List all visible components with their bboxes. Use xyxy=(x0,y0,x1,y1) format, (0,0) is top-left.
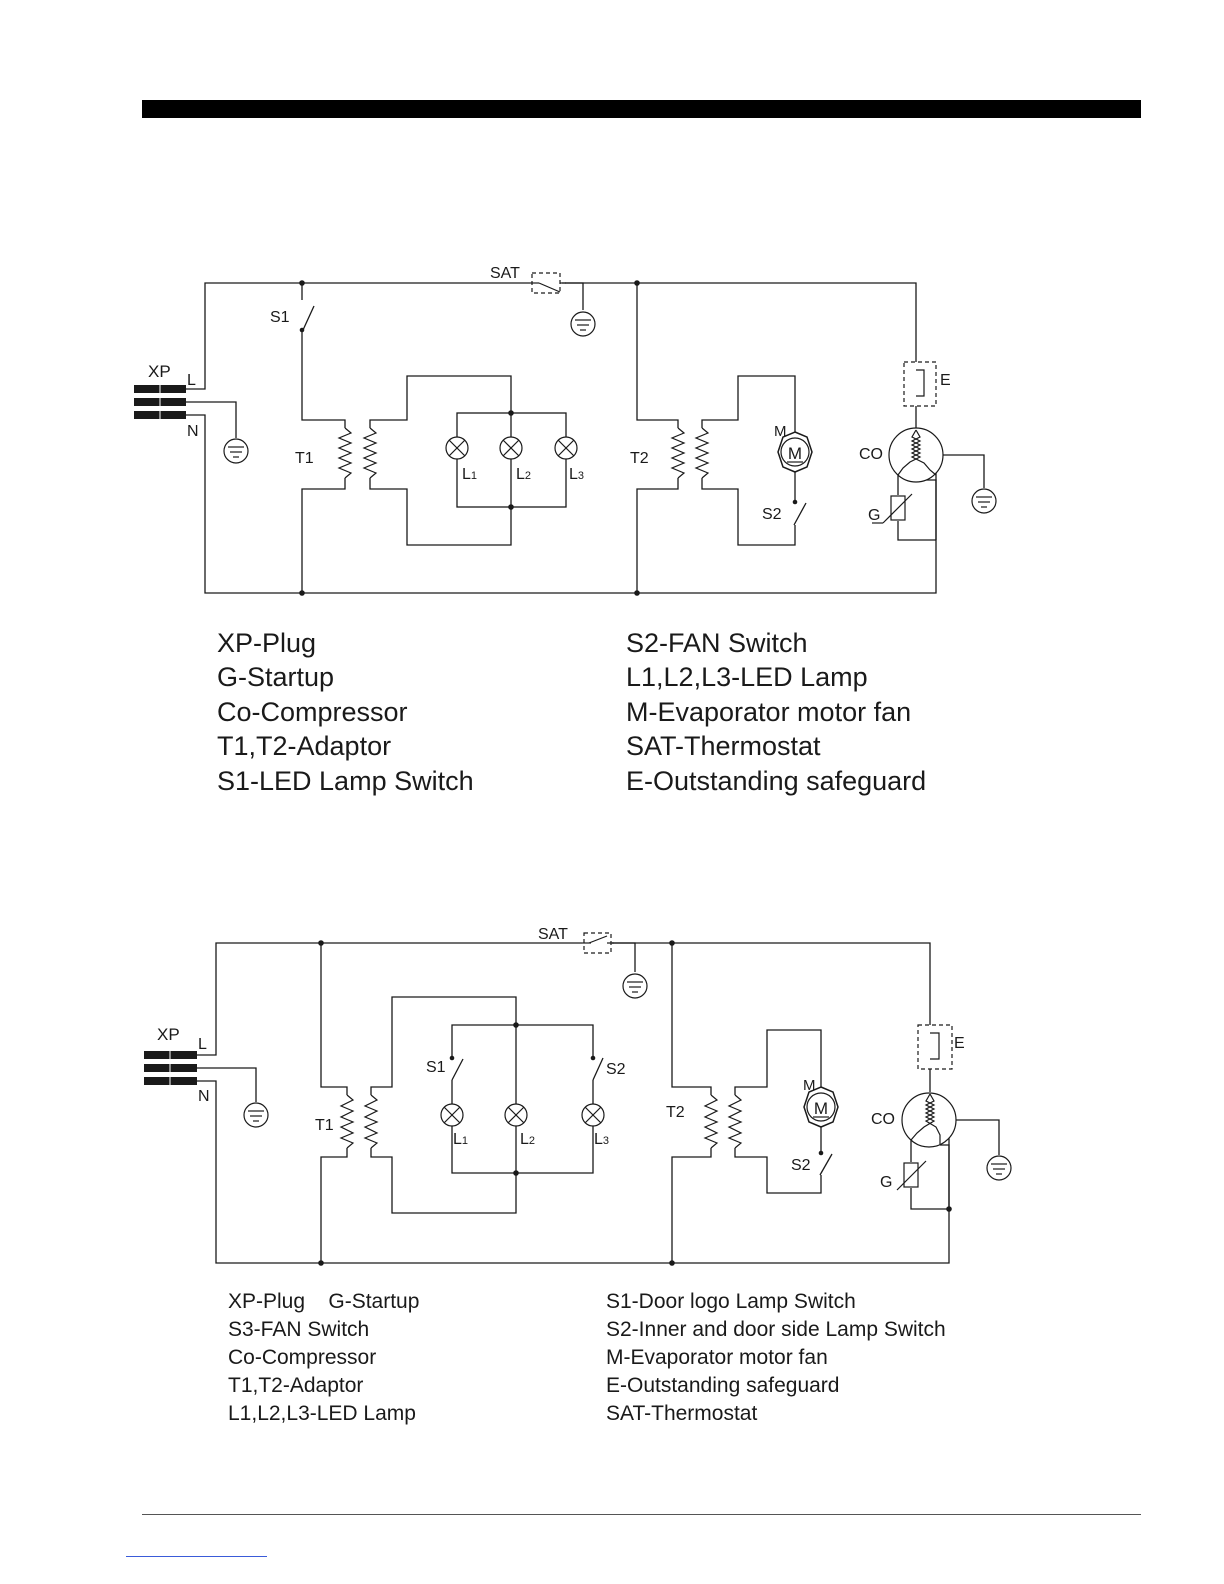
ground-icon xyxy=(243,1102,269,1128)
label-n: N xyxy=(198,1088,210,1105)
footer-link-underline[interactable] xyxy=(126,1556,267,1557)
label-s2-lamp: S2 xyxy=(606,1061,626,1078)
label-l1: L1 xyxy=(462,466,477,483)
label-sat: SAT xyxy=(490,265,520,282)
plug-icon xyxy=(144,1049,197,1087)
legend-item: L1,L2,L3-LED Lamp xyxy=(626,662,868,693)
label-t1: T1 xyxy=(315,1117,334,1134)
wiring-diagram-2: XP L N SAT S1 S2 T1 T2 L1 L2 L3 M M S2 C… xyxy=(144,926,1012,1266)
label-t2: T2 xyxy=(630,450,649,467)
legend-item: E-Outstanding safeguard xyxy=(626,765,927,796)
label-t1: T1 xyxy=(295,450,314,467)
legend-item: Co-Compressor xyxy=(228,1346,377,1369)
legend-item: S3-FAN Switch xyxy=(228,1318,370,1341)
lamp-icon xyxy=(440,1103,464,1127)
legend-item: M-Evaporator motor fan xyxy=(626,696,912,727)
label-sat: SAT xyxy=(538,926,568,943)
legend-item: S2-FAN Switch xyxy=(626,628,808,658)
legend-item: S1-Door logo Lamp Switch xyxy=(606,1290,856,1313)
ground-icon xyxy=(986,1155,1012,1181)
transformer-coil-icon xyxy=(339,1094,379,1149)
legend-item: L1,L2,L3-LED Lamp xyxy=(228,1402,416,1425)
label-l1: L1 xyxy=(453,1131,468,1148)
label-xp: XP xyxy=(157,1025,180,1044)
label-e: E xyxy=(940,372,951,389)
wiring-diagram-1: XP L N S1 SAT T1 T2 L1 L2 L3 M M S2 CO G… xyxy=(134,265,997,596)
lamp-icon xyxy=(581,1103,605,1127)
legend-item: SAT-Thermostat xyxy=(626,731,821,762)
legend-item: T1,T2-Adaptor xyxy=(228,1374,364,1397)
legend-item: Co-Compressor xyxy=(217,696,408,727)
ground-icon xyxy=(622,973,648,999)
legend-item: S1-LED Lamp Switch xyxy=(217,765,474,796)
startup-ptc-icon xyxy=(896,1160,927,1191)
label-motor: M xyxy=(788,444,802,463)
compressor-icon xyxy=(888,427,944,483)
lamp-icon xyxy=(445,436,469,460)
thermostat-switch-icon xyxy=(582,932,614,954)
label-t2: T2 xyxy=(666,1104,685,1121)
legend-2-right: S1-Door logo Lamp Switch S2-Inner and do… xyxy=(606,1288,946,1428)
transformer-coil-icon xyxy=(337,427,378,479)
label-l: L xyxy=(198,1036,207,1053)
startup-ptc-icon xyxy=(872,493,913,524)
label-s2-fan: S2 xyxy=(791,1157,811,1174)
label-s2: S2 xyxy=(762,506,782,523)
legend-item: XP-Plug xyxy=(217,628,317,658)
motor-icon xyxy=(777,431,813,473)
label-co: CO xyxy=(859,446,883,463)
legend-item: G-Startup xyxy=(217,662,335,693)
label-m: M xyxy=(803,1077,816,1094)
thermostat-switch-icon xyxy=(530,272,566,294)
ground-icon xyxy=(971,488,997,514)
legend-item: M-Evaporator motor fan xyxy=(606,1346,828,1369)
legend-item: T1,T2-Adaptor xyxy=(217,731,392,762)
motor-icon xyxy=(803,1086,839,1128)
legend-item: S2-Inner and door side Lamp Switch xyxy=(606,1318,946,1341)
transformer-coil-icon xyxy=(670,427,710,479)
legend-item: XP-Plug G-Startup xyxy=(228,1290,420,1313)
ground-icon xyxy=(570,311,596,337)
label-g: G xyxy=(880,1174,892,1191)
label-l2: L2 xyxy=(516,466,531,483)
label-motor: M xyxy=(814,1099,828,1118)
footer-rule xyxy=(142,1514,1141,1515)
legend-2-left: XP-Plug G-Startup S3-FAN Switch Co-Compr… xyxy=(228,1288,419,1428)
legend-item: SAT-Thermostat xyxy=(606,1402,758,1425)
label-g: G xyxy=(868,507,880,524)
header-bar xyxy=(142,100,1141,118)
lamp-icon xyxy=(554,436,578,460)
label-s1: S1 xyxy=(270,309,290,326)
label-n: N xyxy=(187,423,199,440)
overload-protector-icon xyxy=(903,361,937,407)
transformer-coil-icon xyxy=(703,1094,743,1149)
label-co: CO xyxy=(871,1111,895,1128)
label-e: E xyxy=(954,1035,965,1052)
label-l3: L3 xyxy=(569,466,584,483)
ground-icon xyxy=(223,438,249,464)
label-l: L xyxy=(187,372,196,389)
lamp-icon xyxy=(499,436,523,460)
compressor-icon xyxy=(901,1092,957,1148)
overload-protector-icon xyxy=(917,1024,953,1070)
legend-1-right: S2-FAN Switch L1,L2,L3-LED Lamp M-Evapor… xyxy=(626,626,926,798)
legend-item: E-Outstanding safeguard xyxy=(606,1374,840,1397)
plug-icon xyxy=(134,383,186,421)
label-m: M xyxy=(774,423,787,440)
label-xp: XP xyxy=(148,362,171,381)
label-l3: L3 xyxy=(594,1131,609,1148)
label-l2: L2 xyxy=(520,1131,535,1148)
label-s1: S1 xyxy=(426,1059,446,1076)
legend-1-left: XP-Plug G-Startup Co-Compressor T1,T2-Ad… xyxy=(217,626,474,798)
lamp-icon xyxy=(504,1103,528,1127)
